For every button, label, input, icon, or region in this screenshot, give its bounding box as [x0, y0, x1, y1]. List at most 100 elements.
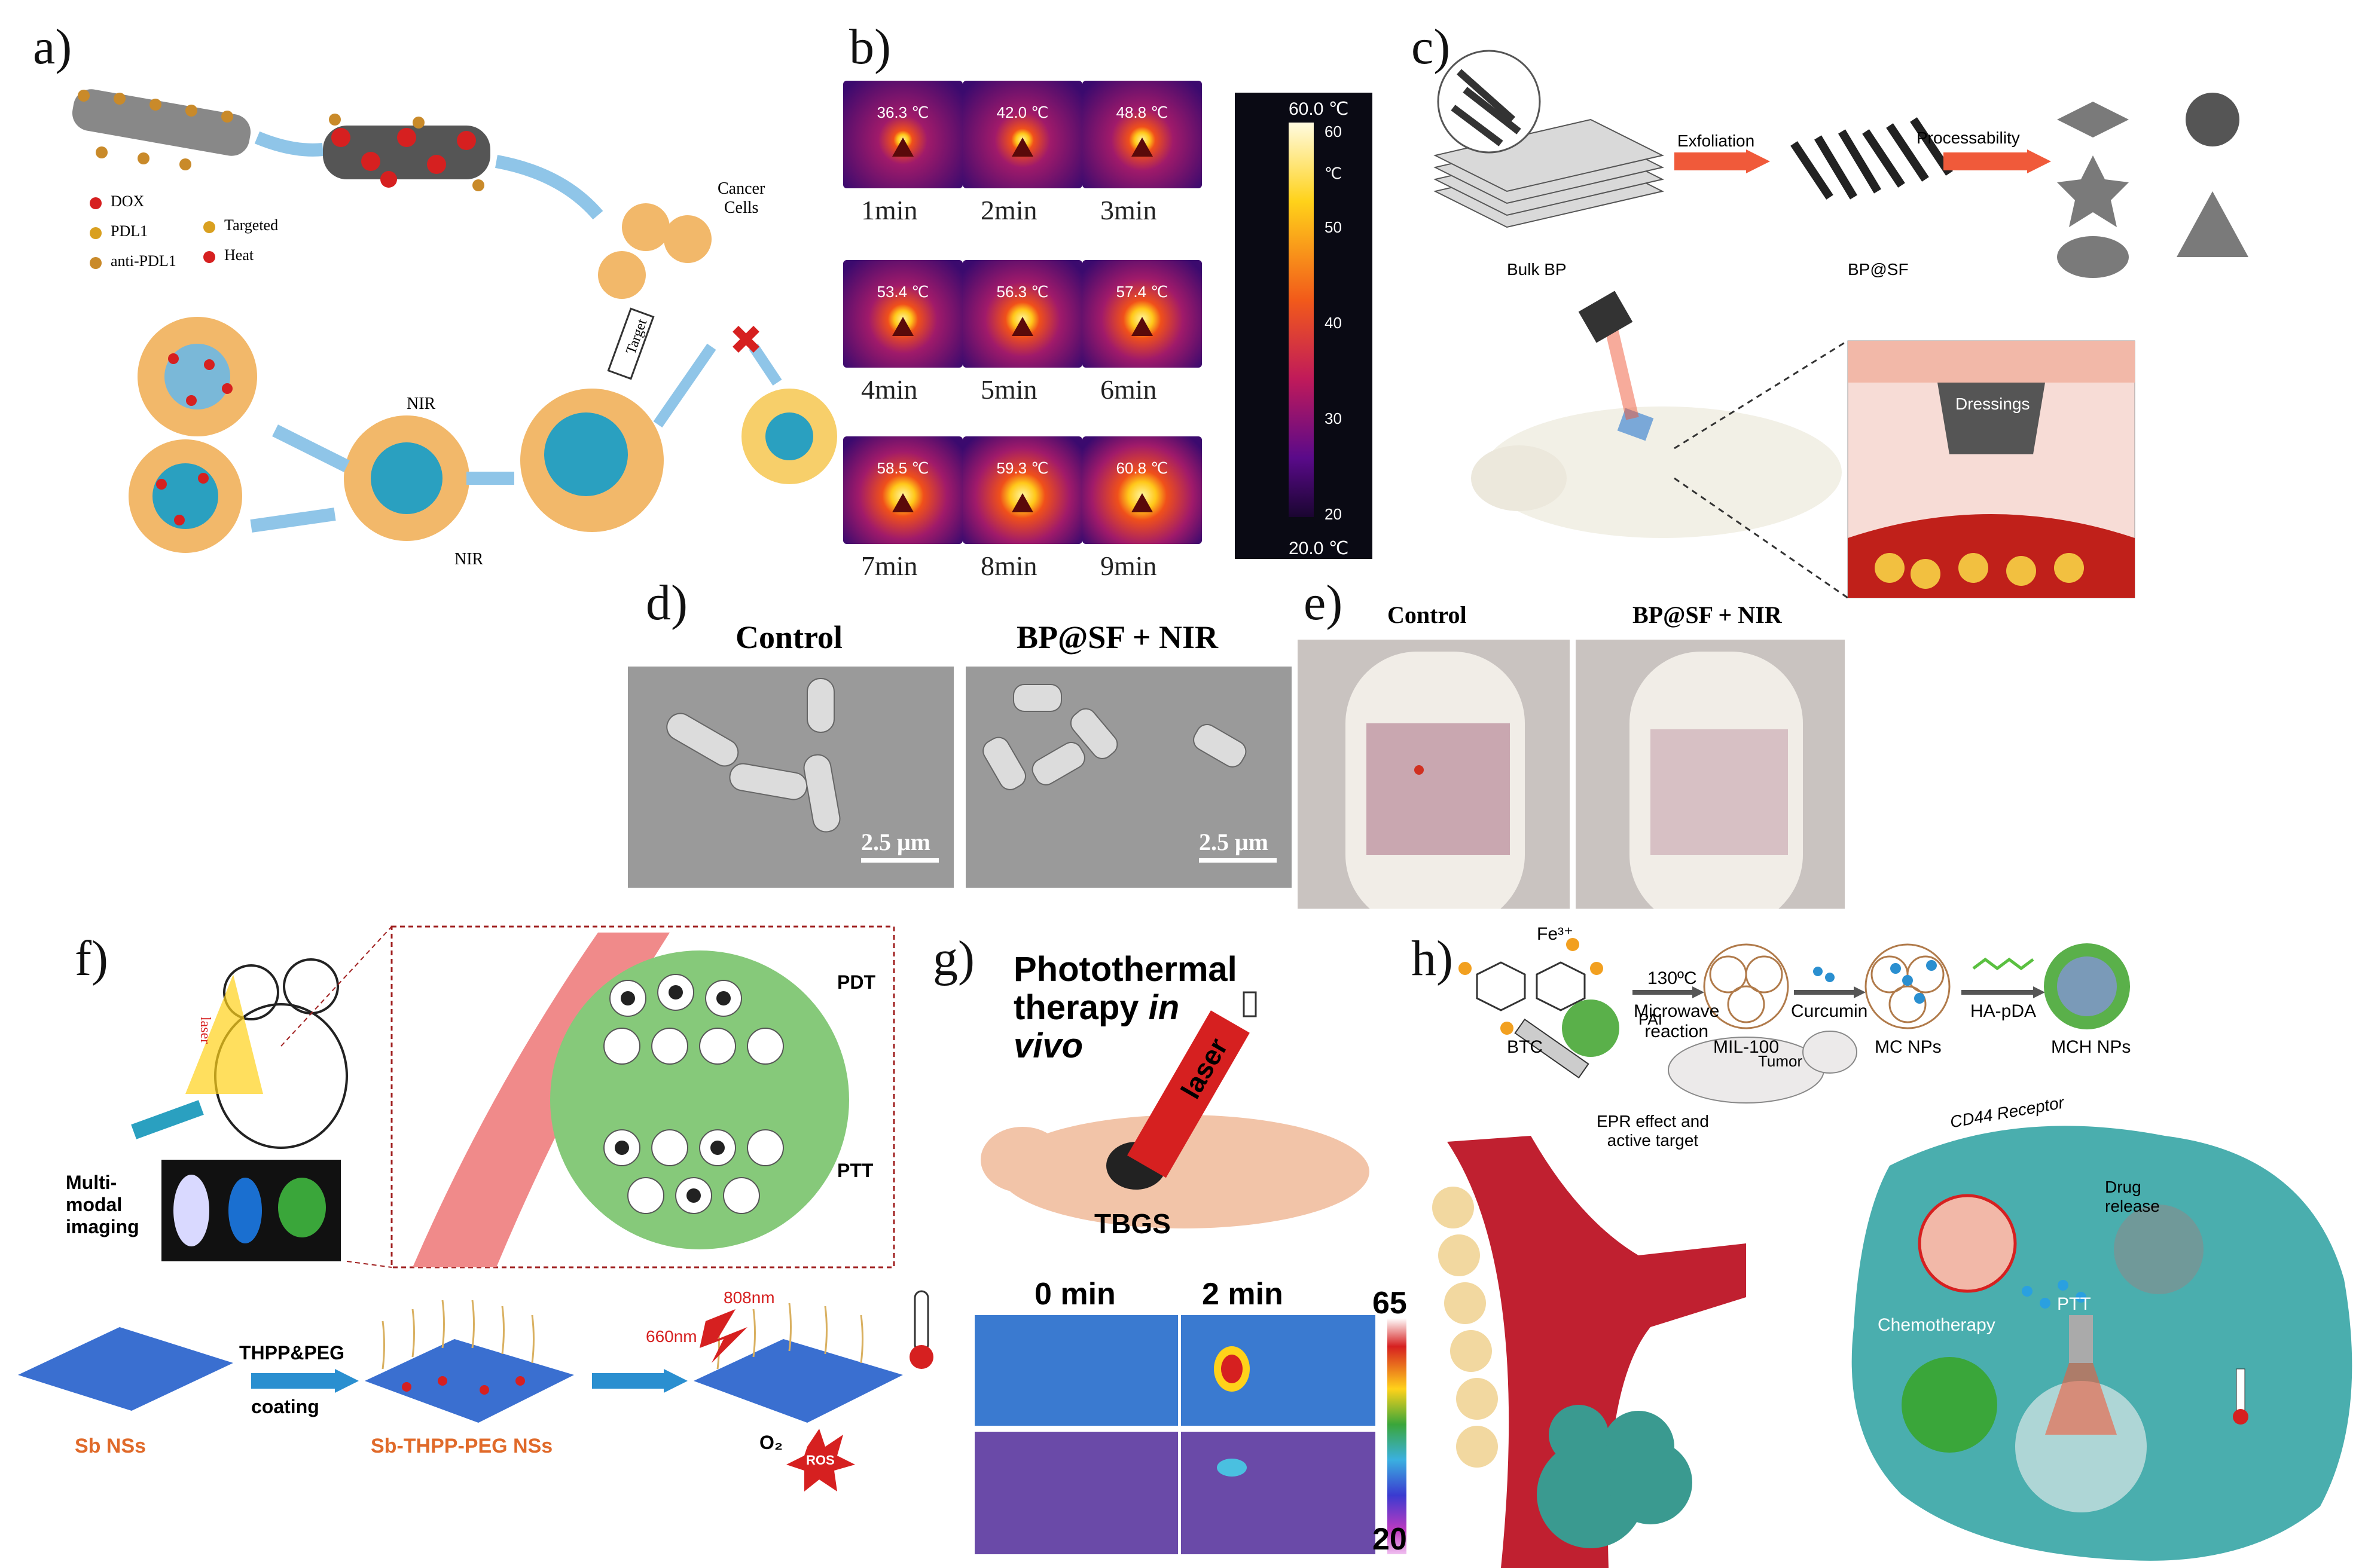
microwave-label: Microwave reaction — [1634, 1001, 1720, 1041]
g-scale-bar — [1387, 1318, 1406, 1554]
bpsf-label: BP@SF — [1848, 260, 1909, 279]
scale-label-2: 2.5 μm — [1199, 829, 1268, 855]
panel-h-diagram — [1432, 938, 2352, 1568]
thermometer-icon — [910, 1290, 933, 1369]
laser-head — [2069, 1315, 2093, 1363]
legend-anti-pdl1: anti-PDL1 — [111, 252, 176, 270]
thermal-frame-4: 53.4 ℃ — [843, 260, 963, 368]
ptt-h-label: PTT — [2057, 1294, 2091, 1314]
thermal-frame-2: 42.0 ℃ — [963, 81, 1082, 188]
panel-d-label: d) — [646, 575, 688, 631]
mouse-control-title: Control — [1387, 601, 1467, 628]
thermal-temp-label: 56.3 ℃ — [996, 283, 1049, 301]
loaded-cell-1 — [138, 317, 257, 436]
coating-label: coating — [251, 1396, 319, 1417]
nir-label-1: NIR — [407, 395, 436, 413]
mouse-treated-title: BP@SF + NIR — [1632, 601, 1782, 628]
o2-label: O₂ — [759, 1432, 783, 1453]
sbthpp-label: Sb-THPP-PEG NSs — [371, 1435, 553, 1457]
cancer-cells-label: Cancer Cells — [718, 179, 765, 217]
panel-g-label: g) — [933, 931, 975, 986]
tbgs-label: TBGS — [1094, 1208, 1171, 1239]
pdt-label: PDT — [837, 971, 875, 993]
marker-triangle-icon — [1131, 317, 1153, 336]
scale-tick-60: 60 — [1325, 123, 1342, 140]
thermal-frame-8: 59.3 ℃ — [963, 436, 1082, 544]
marker-triangle-icon — [1012, 493, 1033, 512]
target-box — [607, 307, 655, 380]
panel-c: c) — [1411, 0, 2362, 599]
nanosheet-rod-2 — [323, 114, 490, 191]
panel-b-label: b) — [849, 19, 891, 75]
marker-triangle-icon — [1131, 493, 1153, 512]
cross-mark-icon — [733, 326, 759, 353]
panel-a: a) — [0, 0, 712, 598]
bp-sf-flakes — [1790, 117, 1953, 200]
scale-tick-20: 20 — [1325, 505, 1342, 523]
arrow-6 — [749, 344, 782, 386]
thermal-temp-label: 59.3 ℃ — [996, 459, 1049, 477]
nir-cell — [344, 415, 469, 541]
thermal-temp-label: 57.4 ℃ — [1116, 283, 1168, 301]
legend-targeted: Targeted — [224, 216, 279, 234]
panel-c-label: c) — [1411, 19, 1451, 75]
panel-f-label: f) — [75, 931, 108, 986]
mouse-illustration — [1471, 291, 1842, 538]
scale-bar-2 — [1199, 858, 1277, 863]
scale-bottom-label: 20.0 ℃ — [1289, 539, 1349, 558]
pai-label: PAI — [1638, 1010, 1662, 1028]
thermal-time-label: 7min — [861, 551, 918, 581]
nm660-label: 660nm — [646, 1327, 697, 1346]
marker-triangle-icon — [892, 137, 914, 157]
legend-heat: Heat — [224, 246, 254, 264]
ptt-vesicle — [2015, 1381, 2147, 1512]
panel-a-label: a) — [33, 19, 72, 75]
thermal-time-label: 1min — [861, 195, 918, 225]
mc-label: MC NPs — [1875, 1037, 1942, 1057]
thermal-temp-label: 48.8 ℃ — [1116, 103, 1168, 121]
mc-nps — [1864, 943, 1951, 1029]
thermal-frame-1: 36.3 ℃ — [843, 81, 963, 188]
nude-mouse — [999, 1115, 1369, 1228]
target-cell — [520, 389, 664, 532]
panel-a-diagram — [72, 89, 712, 553]
mch-nps — [2044, 943, 2130, 1029]
thermal-time-label: 6min — [1100, 374, 1157, 405]
thermal-frame-5: 56.3 ℃ — [963, 260, 1082, 368]
thermal-scale-gradient — [1289, 123, 1314, 517]
legend-a — [90, 197, 215, 269]
g-title-line3: vivo — [1014, 1026, 1084, 1065]
zoom-box — [390, 925, 895, 1269]
mil-100-framework — [1703, 943, 1789, 1029]
legend-dox: DOX — [111, 192, 145, 210]
thermal-time-label: 4min — [861, 374, 918, 405]
fe-label: Fe³⁺ — [1537, 924, 1573, 944]
arrow-5 — [250, 508, 336, 533]
fat-cells — [1432, 1187, 1498, 1468]
thermal-time-label: 8min — [981, 551, 1037, 581]
panel-f-diagram — [18, 925, 933, 1491]
scale-tick-40: 40 — [1325, 314, 1342, 332]
curcumin-label: Curcumin — [1791, 1001, 1868, 1021]
thermal-scale-bar: 60.0 ℃ 20.0 ℃ 60 ℃ 50 40 30 20 — [1235, 93, 1372, 559]
g-scale-min: 20 — [1372, 1522, 1407, 1557]
scale-tick-30: 30 — [1325, 409, 1342, 427]
scale-bar-1 — [861, 858, 939, 863]
thermal-temp-label: 36.3 ℃ — [877, 103, 929, 121]
thermal-frame-7: 58.5 ℃ — [843, 436, 963, 544]
time-0-label: 0 min — [1034, 1277, 1116, 1312]
nanosheet-rod-1 — [72, 89, 251, 170]
loaded-cell-2 — [129, 439, 242, 553]
chemotherapy-label: Chemotherapy — [1878, 1315, 1995, 1335]
marker-triangle-icon — [892, 493, 914, 512]
sem-control-title: Control — [736, 619, 843, 655]
panel-c-diagram — [1433, 50, 2248, 599]
processability-label: Processability — [1917, 129, 2020, 147]
panel-e: e) Control BP@SF + NIR — [1298, 574, 1866, 909]
marker-triangle-icon — [1012, 137, 1033, 157]
skin-cross-section — [1847, 340, 2135, 598]
btc-label: BTC — [1507, 1037, 1543, 1057]
g-title-line1: Photothermal — [1014, 950, 1237, 989]
dressings-label: Dressings — [1955, 395, 2030, 413]
